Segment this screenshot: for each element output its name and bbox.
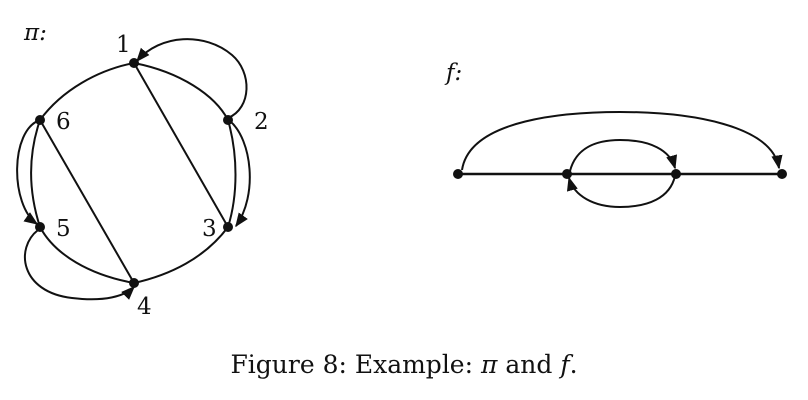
vertex-label-4: 4 (137, 294, 152, 320)
outer-arc (461, 110, 783, 171)
f-vertex-1 (453, 169, 463, 179)
arc-6-1 (39, 62, 135, 121)
arc-2-3 (227, 119, 237, 228)
inner-arc-top (569, 138, 678, 172)
vertex-5 (35, 222, 45, 232)
pi-diagram: π: 1 2 3 4 5 6 (16, 20, 269, 320)
vertex-label-3: 3 (202, 216, 217, 242)
vertex-label-5: 5 (56, 216, 71, 242)
chord-6-4 (39, 119, 135, 284)
vertex-2 (223, 115, 233, 125)
f-diagram: f: (444, 60, 787, 209)
vertex-3 (223, 222, 233, 232)
chord-1-3 (133, 62, 229, 228)
arrow-6-to-5 (16, 119, 41, 225)
vertex-4 (129, 278, 139, 288)
arc-3-4 (133, 226, 229, 284)
vertex-label-2: 2 (254, 109, 269, 135)
inner-arc-bottom (566, 175, 676, 209)
vertex-label-1: 1 (116, 32, 131, 58)
vertex-6 (35, 115, 45, 125)
figure-caption: Figure 8: Example: π and f. (230, 350, 578, 379)
arrow-5-to-4 (24, 229, 135, 301)
pi-symbol: π: (23, 20, 47, 46)
f-vertex-4 (777, 169, 787, 179)
arrow-2-to-3 (229, 120, 251, 228)
f-vertex-3 (671, 169, 681, 179)
vertex-label-6: 6 (56, 109, 71, 135)
f-symbol: f: (444, 60, 462, 86)
arc-5-6 (30, 119, 41, 228)
vertex-1 (129, 58, 139, 68)
arrow-2-to-1 (136, 38, 248, 119)
f-vertex-2 (562, 169, 572, 179)
arc-4-5 (39, 226, 135, 284)
arc-1-2 (133, 62, 229, 121)
